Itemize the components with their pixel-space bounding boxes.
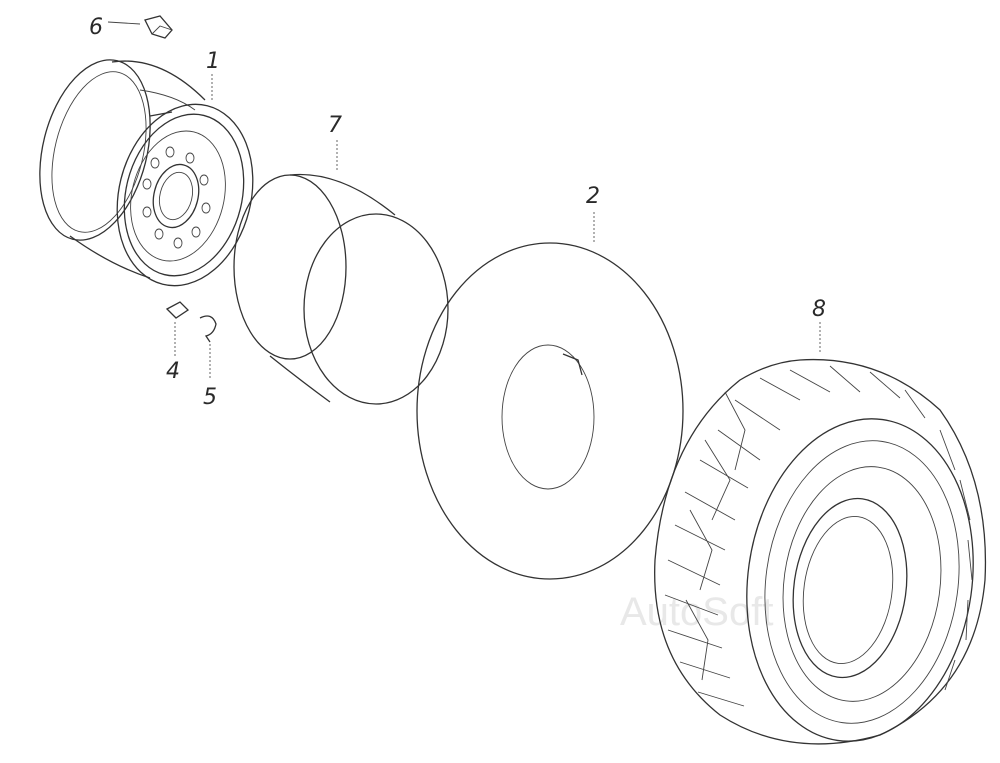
callout-clamp: 5: [203, 385, 217, 410]
watermark: AutoSoft: [620, 590, 773, 634]
callout-wheel: 1: [206, 49, 220, 74]
part-valve-cap[interactable]: [107, 15, 173, 39]
part-wheel-rim[interactable]: [22, 48, 271, 300]
callout-valve-nut: 4: [166, 359, 180, 384]
part-clamp[interactable]: [199, 315, 217, 380]
callout-tube: 2: [586, 184, 600, 209]
part-inner-tube[interactable]: [416, 212, 684, 580]
part-rim-flap[interactable]: [233, 140, 449, 405]
callout-flap: 7: [328, 113, 342, 138]
part-tyre[interactable]: [654, 322, 994, 756]
callout-cap: 6: [89, 15, 103, 40]
callout-tyre: 8: [812, 297, 826, 322]
part-valve-nut[interactable]: [165, 301, 190, 356]
